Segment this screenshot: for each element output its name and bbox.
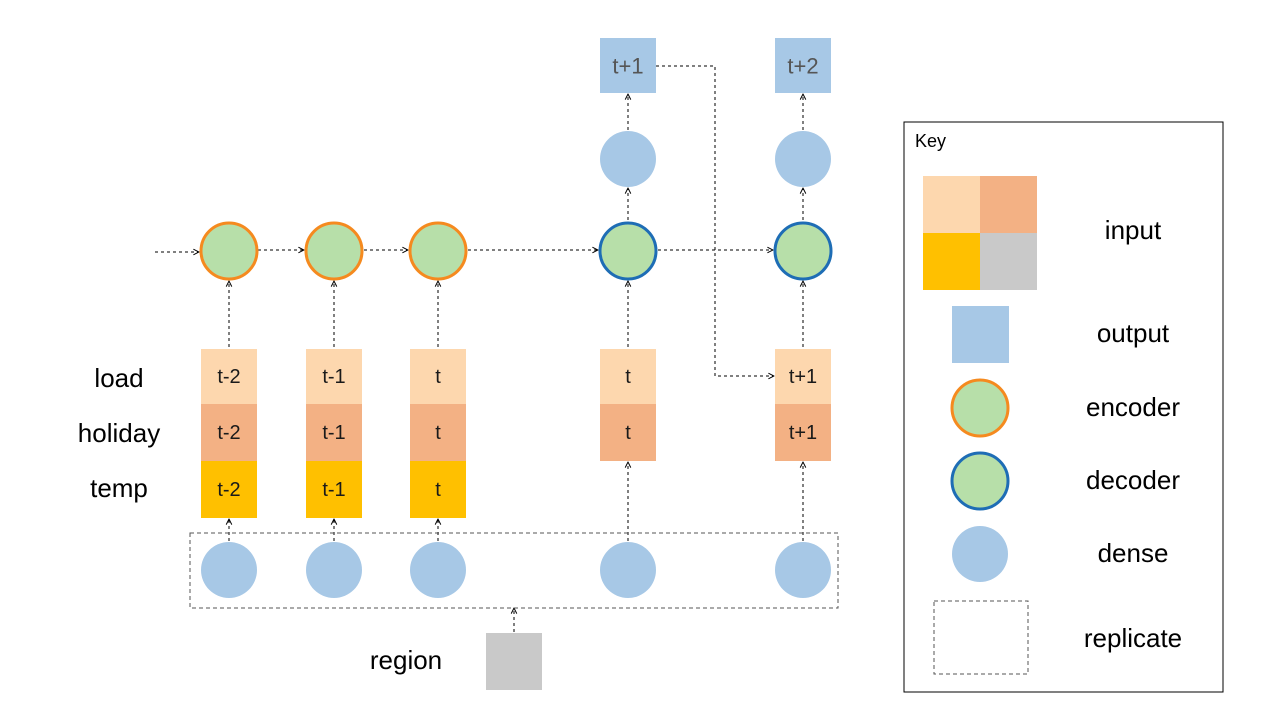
load-cell [775, 349, 831, 404]
load-cell-label: t-1 [322, 366, 345, 388]
replicate-box [189, 532, 839, 609]
key-label-dense: dense [1098, 538, 1169, 568]
key-label-replicate: replicate [1084, 623, 1182, 653]
temp-cell-label: t-1 [322, 479, 345, 501]
holiday-cell-label: t [435, 422, 441, 444]
dense-cell [410, 542, 466, 598]
arrow-output-feedback [656, 65, 774, 376]
encoder-cell [199, 221, 259, 281]
load-cell-label: t-2 [217, 366, 240, 388]
key-label-output: output [1097, 318, 1170, 348]
key-replicate-swatch [933, 600, 1029, 675]
temp-cell-label: t [435, 479, 441, 501]
temp-cell [306, 461, 362, 518]
temp-cell [201, 461, 257, 518]
load-cell [306, 349, 362, 404]
holiday-cell-label: t-2 [217, 422, 240, 444]
decoder-step-1: t+1 t t [598, 38, 658, 598]
load-cell-label: t+1 [789, 366, 817, 388]
temp-cell [410, 461, 466, 518]
holiday-cell [201, 404, 257, 461]
decoder-cell [598, 221, 658, 281]
output-cell-label: t+1 [612, 54, 643, 79]
output-cell-label: t+2 [787, 54, 818, 79]
output-cell [600, 38, 656, 93]
row-label-region: region [370, 645, 442, 675]
load-cell [600, 349, 656, 404]
key-input-swatch-temp [923, 233, 980, 290]
load-cell [201, 349, 257, 404]
load-cell [410, 349, 466, 404]
key-input-swatch-holiday [980, 176, 1037, 233]
dense-cell [600, 131, 656, 187]
key-dense-swatch [952, 526, 1008, 582]
holiday-cell [410, 404, 466, 461]
key-input-swatch-load [923, 176, 980, 233]
holiday-cell [306, 404, 362, 461]
row-label-holiday: holiday [78, 418, 160, 448]
dense-cell [600, 542, 656, 598]
key-label-encoder: encoder [1086, 392, 1180, 422]
holiday-cell [600, 404, 656, 461]
encoder-step-2: t-1 t-1 t-1 [304, 221, 364, 598]
key-label-decoder: decoder [1086, 465, 1180, 495]
decoder-cell [773, 221, 833, 281]
key-label-input: input [1105, 215, 1162, 245]
encoder-cell [304, 221, 364, 281]
encoder-cell [408, 221, 468, 281]
key-encoder-swatch [950, 378, 1010, 438]
decoder-step-2: t+2 t+1 t+1 [773, 38, 833, 598]
holiday-cell [775, 404, 831, 461]
load-cell-label: t [435, 366, 441, 388]
row-label-load: load [94, 363, 143, 393]
dense-cell [775, 542, 831, 598]
holiday-cell-label: t-1 [322, 422, 345, 444]
encoder-step-3: t t t [408, 221, 468, 598]
row-label-temp: temp [90, 473, 148, 503]
load-cell-label: t [625, 366, 631, 388]
key-legend: Key input output encoder decoder dense r… [903, 121, 1224, 693]
dense-cell [306, 542, 362, 598]
holiday-cell-label: t [625, 422, 631, 444]
dense-cell [775, 131, 831, 187]
key-decoder-swatch [950, 451, 1010, 511]
dense-cell [201, 542, 257, 598]
region-input-block [486, 633, 542, 690]
arrows [155, 65, 803, 632]
encoder-step-1: t-2 t-2 t-2 [199, 221, 259, 598]
temp-cell-label: t-2 [217, 479, 240, 501]
key-input-swatch-region [980, 233, 1037, 290]
key-output-swatch [952, 306, 1009, 363]
key-title: Key [915, 131, 946, 151]
holiday-cell-label: t+1 [789, 422, 817, 444]
output-cell [775, 38, 831, 93]
